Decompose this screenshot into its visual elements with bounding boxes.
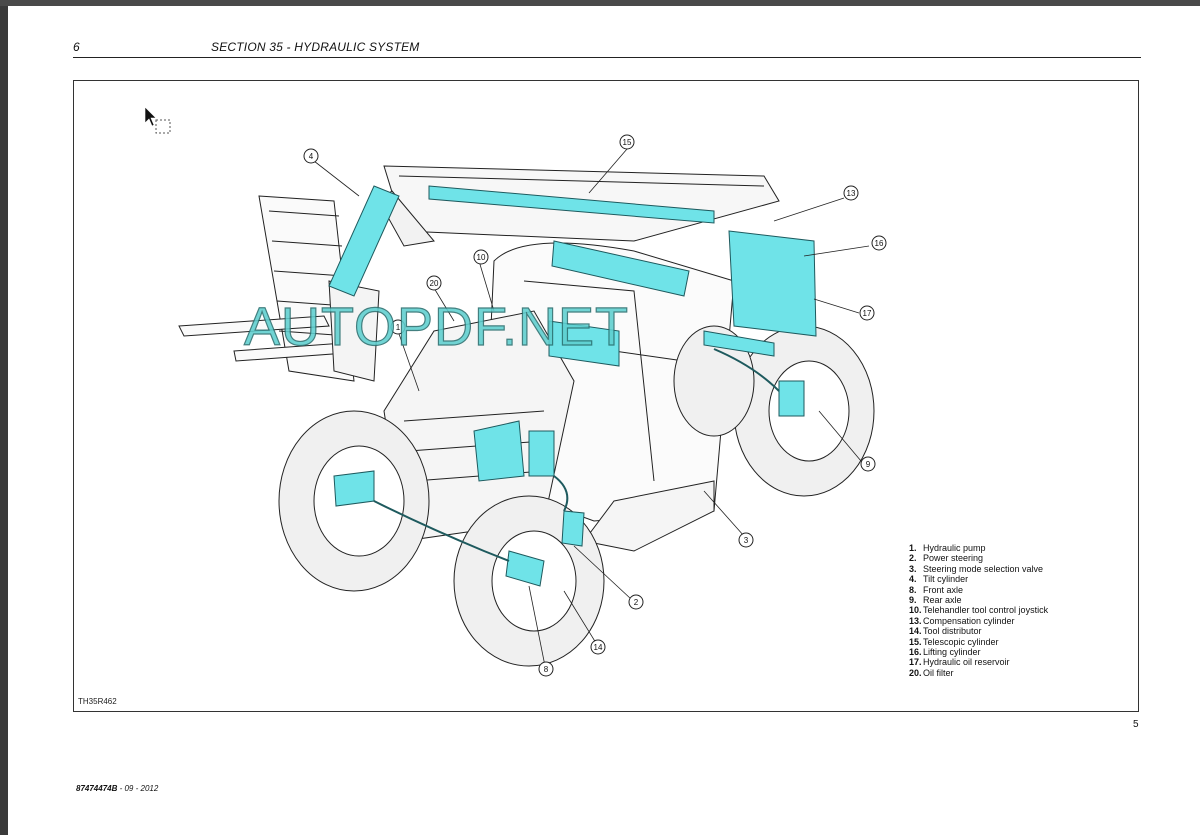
mouse-pointer-icon xyxy=(144,106,171,134)
viewer-left-edge xyxy=(0,6,8,835)
legend-number: 20. xyxy=(909,667,922,678)
callout-16: 16 xyxy=(875,239,884,248)
legend-label: Tool distributor xyxy=(923,626,982,637)
legend-number: 17. xyxy=(909,657,922,668)
callout-1: 1 xyxy=(396,323,401,332)
legend-number: 10. xyxy=(909,605,922,616)
legend-item: 15.Telescopic cylinder xyxy=(909,637,1048,647)
legend-item: 1. Hydraulic pump xyxy=(909,543,1048,553)
callout-15: 15 xyxy=(623,138,632,147)
callout-3: 3 xyxy=(744,536,749,545)
callout-8: 8 xyxy=(544,665,549,674)
legend-number: 15. xyxy=(909,636,922,647)
section-title: SECTION 35 - HYDRAULIC SYSTEM xyxy=(211,40,420,54)
header-rule xyxy=(73,57,1141,58)
legend-label: Power steering xyxy=(923,553,984,564)
callout-20: 20 xyxy=(430,279,439,288)
legend-label: Steering mode selection valve xyxy=(923,563,1044,574)
callout-14: 14 xyxy=(594,643,603,652)
legend-item: 20.Oil filter xyxy=(909,668,1048,678)
callout-17: 17 xyxy=(863,309,872,318)
legend-label: Hydraulic oil reservoir xyxy=(923,657,1010,668)
legend-item: 10.Telehandler tool control joystick xyxy=(909,605,1048,615)
legend-number: 8. xyxy=(909,584,917,595)
legend-item: 14.Tool distributor xyxy=(909,626,1048,636)
callout-10: 10 xyxy=(477,253,486,262)
callout-4: 4 xyxy=(309,152,314,161)
figure-page-ref: 5 xyxy=(1133,719,1139,730)
legend-item: 17.Hydraulic oil reservoir xyxy=(909,657,1048,667)
legend-item: 16.Lifting cylinder xyxy=(909,647,1048,657)
legend-item: 13.Compensation cylinder xyxy=(909,616,1048,626)
legend-label: Compensation cylinder xyxy=(923,615,1015,626)
callout-9: 9 xyxy=(866,460,871,469)
doc-date: - 09 - 2012 xyxy=(117,784,159,793)
callout-13: 13 xyxy=(847,189,856,198)
legend-item: 8. Front axle xyxy=(909,585,1048,595)
callout-2: 2 xyxy=(634,598,639,607)
legend-label: Telescopic cylinder xyxy=(923,636,999,647)
hydraulic-system-figure: 4 15 13 16 10 20 17 1 9 3 2 14 8 1. Hydra… xyxy=(73,80,1139,712)
watermark: AUTOPDF.NET xyxy=(243,296,630,357)
legend-label: Oil filter xyxy=(923,667,954,678)
legend-item: 9. Rear axle xyxy=(909,595,1048,605)
page-number: 6 xyxy=(73,40,80,54)
legend-label: Front axle xyxy=(923,584,964,595)
legend-item: 2. Power steering xyxy=(909,553,1048,563)
legend-number: 13. xyxy=(909,615,922,626)
legend-number: 3. xyxy=(909,563,917,574)
legend-item: 4. Tilt cylinder xyxy=(909,574,1048,584)
legend-label: Telehandler tool control joystick xyxy=(923,605,1049,616)
viewer-top-strip xyxy=(0,0,1200,6)
parts-legend: 1. Hydraulic pump 2. Power steering 3. Steeri… xyxy=(909,543,1048,678)
legend-label: Hydraulic pump xyxy=(923,543,986,553)
legend-label: Tilt cylinder xyxy=(923,574,969,585)
legend-number: 16. xyxy=(909,647,922,658)
legend-number: 9. xyxy=(909,595,917,606)
telehandler-illustration: 4 15 13 16 10 20 17 1 9 3 2 14 8 xyxy=(178,134,887,677)
legend-number: 1. xyxy=(909,543,917,553)
legend-item: 3. Steering mode selection valve xyxy=(909,564,1048,574)
legend-number: 14. xyxy=(909,626,922,637)
figure-code: TH35R462 xyxy=(78,697,117,706)
legend-number: 4. xyxy=(909,574,917,585)
legend-label: Rear axle xyxy=(923,595,962,606)
legend-number: 2. xyxy=(909,553,917,564)
document-reference: 87474474B - 09 - 2012 xyxy=(76,784,158,793)
doc-number: 87474474B xyxy=(76,784,118,793)
legend-label: Lifting cylinder xyxy=(923,647,981,658)
